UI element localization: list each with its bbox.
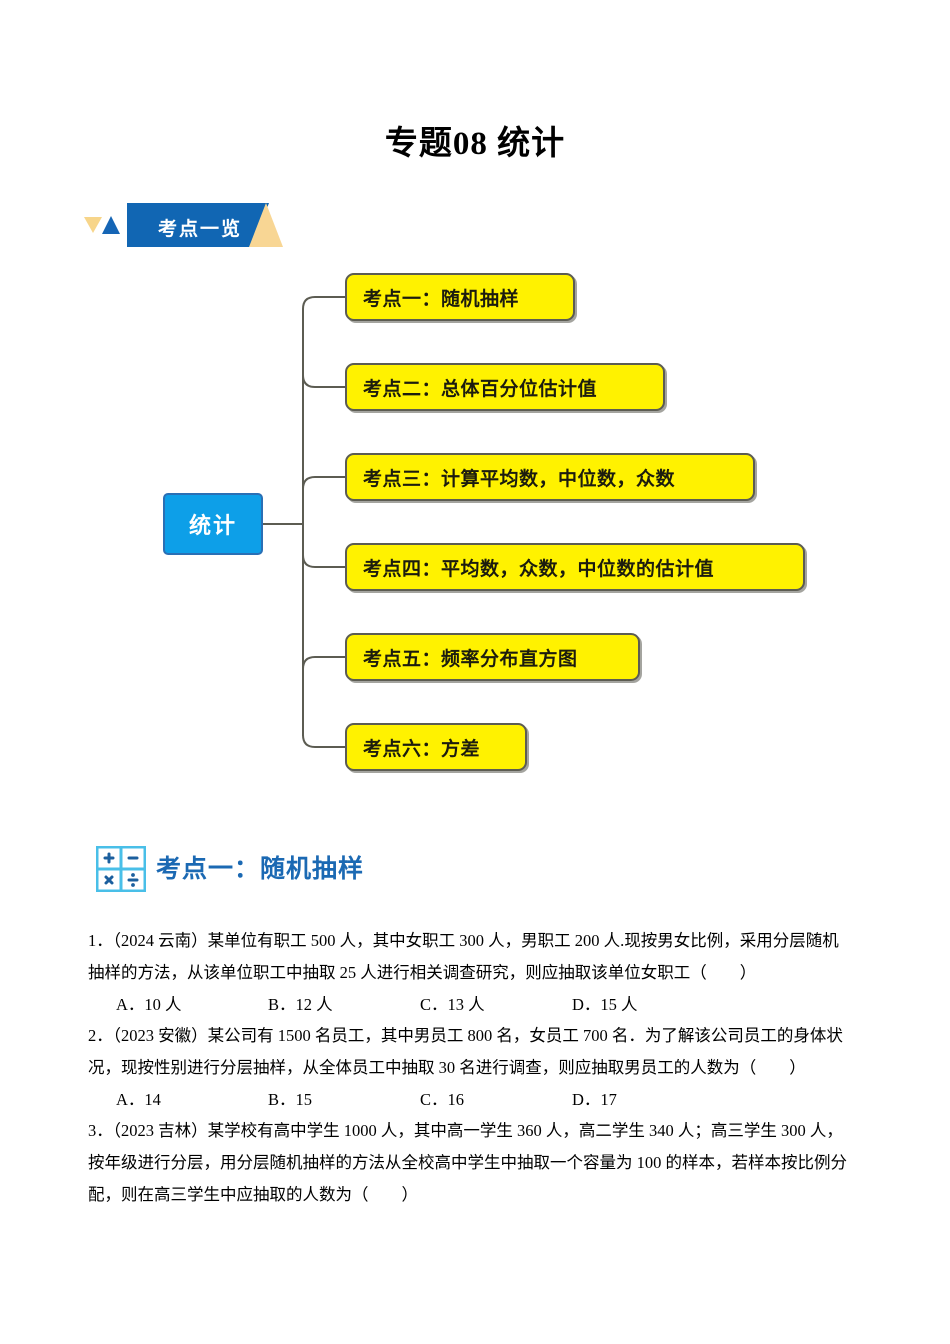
banner-label: 考点一览 <box>157 219 242 240</box>
mindmap-node-label: 考点一：随机抽样 <box>363 288 520 310</box>
option-a[interactable]: A．10 人 <box>116 995 182 1014</box>
triangle-up-icon <box>102 216 120 234</box>
mindmap-node-5[interactable]: 考点五：频率分布直方图 <box>345 633 640 681</box>
question-line: 2．（2023 安徽）某公司有 1500 名员工，其中男员工 800 名，女员工… <box>88 1026 843 1045</box>
option-a[interactable]: A．14 <box>116 1090 161 1109</box>
question-item-1: 1．（2024 云南）某单位有职工 500 人，其中女职工 300 人，男职工 … <box>88 925 878 1020</box>
question-line: 按年级进行分层，用分层随机抽样的方法从全校高中学生中抽取一个容量为 100 的样… <box>88 1153 847 1172</box>
triangle-right-accent-icon <box>249 203 283 247</box>
question-item-2: 2．（2023 安徽）某公司有 1500 名员工，其中男员工 800 名，女员工… <box>88 1020 878 1115</box>
overview-banner: 考点一览 <box>84 203 294 247</box>
question-options: A．10 人 B．12 人 C．13 人 D．15 人 <box>88 989 878 1020</box>
question-line: 况，现按性别进行分层抽样，从全体员工中抽取 30 名进行调查，则应抽取男员工的人… <box>88 1058 806 1077</box>
mindmap-node-1[interactable]: 考点一：随机抽样 <box>345 273 575 321</box>
question-line: 1．（2024 云南）某单位有职工 500 人，其中女职工 300 人，男职工 … <box>88 931 839 950</box>
mindmap-node-label: 考点二：总体百分位估计值 <box>363 378 598 400</box>
question-list: 1．（2024 云南）某单位有职工 500 人，其中女职工 300 人，男职工 … <box>88 925 878 1211</box>
mindmap-node-2[interactable]: 考点二：总体百分位估计值 <box>345 363 665 411</box>
option-b[interactable]: B．15 <box>268 1090 313 1109</box>
option-b[interactable]: B．12 人 <box>268 995 333 1014</box>
option-d[interactable]: D．15 人 <box>572 995 638 1014</box>
option-c[interactable]: C．16 <box>420 1090 465 1109</box>
question-line: 抽样的方法，从该单位职工中抽取 25 人进行相关调查研究，则应抽取该单位女职工（… <box>88 963 757 982</box>
page-title: 专题08 统计 <box>384 126 566 162</box>
question-options: A．14 B．15 C．16 D．17 <box>88 1084 878 1115</box>
mindmap-connectors <box>263 296 345 748</box>
mindmap-node-6[interactable]: 考点六：方差 <box>345 723 527 771</box>
mindmap: 统计 考点一：随机抽样 考点二：总体百分位估计值 考点三：计算平均数，中位数，众… <box>0 255 950 795</box>
question-line: 配，则在高三学生中应抽取的人数为（ ） <box>88 1185 418 1204</box>
calculator-grid-icon <box>96 846 146 892</box>
option-c[interactable]: C．13 人 <box>420 995 485 1014</box>
question-line: 3．（2023 吉林）某学校有高中学生 1000 人，其中高一学生 360 人，… <box>88 1121 843 1140</box>
section-title: 考点一：随机抽样 <box>156 855 365 883</box>
mindmap-node-label: 考点六：方差 <box>363 738 481 760</box>
mindmap-node-label: 考点五：频率分布直方图 <box>363 648 578 670</box>
mindmap-node-label: 考点四：平均数，众数，中位数的估计值 <box>363 558 715 580</box>
question-item-3: 3．（2023 吉林）某学校有高中学生 1000 人，其中高一学生 360 人，… <box>88 1115 878 1211</box>
mindmap-center-node: 统计 <box>163 493 263 555</box>
mindmap-node-4[interactable]: 考点四：平均数，众数，中位数的估计值 <box>345 543 805 591</box>
triangle-down-icon <box>84 217 102 233</box>
banner-plate <box>127 203 269 247</box>
mindmap-node-3[interactable]: 考点三：计算平均数，中位数，众数 <box>345 453 755 501</box>
mindmap-center-label: 统计 <box>188 513 237 538</box>
option-d[interactable]: D．17 <box>572 1090 617 1109</box>
mindmap-node-label: 考点三：计算平均数，中位数，众数 <box>363 468 676 490</box>
